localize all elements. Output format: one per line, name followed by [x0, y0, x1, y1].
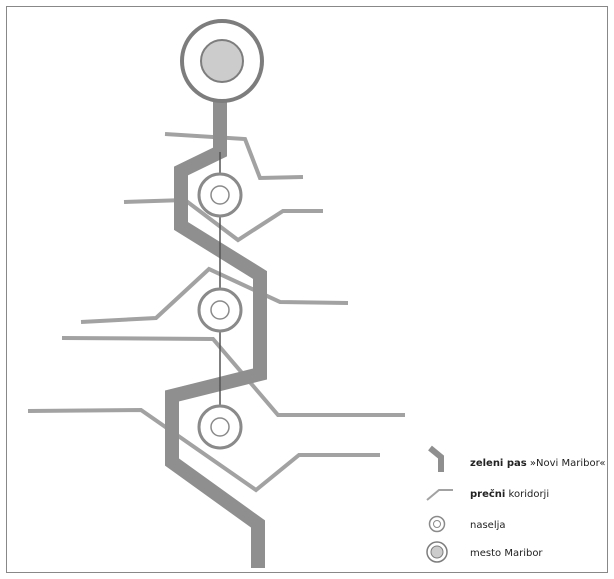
double-ring-icon [428, 515, 446, 533]
corridor-2 [123, 197, 323, 243]
legend-settlements: naselja [470, 520, 506, 531]
frame-border [6, 6, 608, 573]
legend-city: mesto Maribor [470, 548, 543, 559]
city-maribor [180, 19, 264, 103]
settlement-3 [197, 404, 243, 450]
corridor-1 [164, 132, 304, 181]
legend-corridors: prečni koridorji [470, 488, 549, 500]
settlement-1 [197, 172, 243, 218]
corridor-line-icon [426, 489, 453, 501]
belt-segment-icon [428, 445, 444, 472]
settlement-2 [197, 287, 243, 333]
filled-ring-icon [426, 541, 448, 563]
corridor-3 [80, 266, 349, 324]
legend-green-belt: zeleni pas »Novi Maribor« [470, 458, 605, 469]
corridor-5 [27, 407, 380, 493]
green-belt [165, 100, 267, 568]
legend: zeleni pas »Novi Maribor« prečni koridor… [426, 445, 605, 563]
